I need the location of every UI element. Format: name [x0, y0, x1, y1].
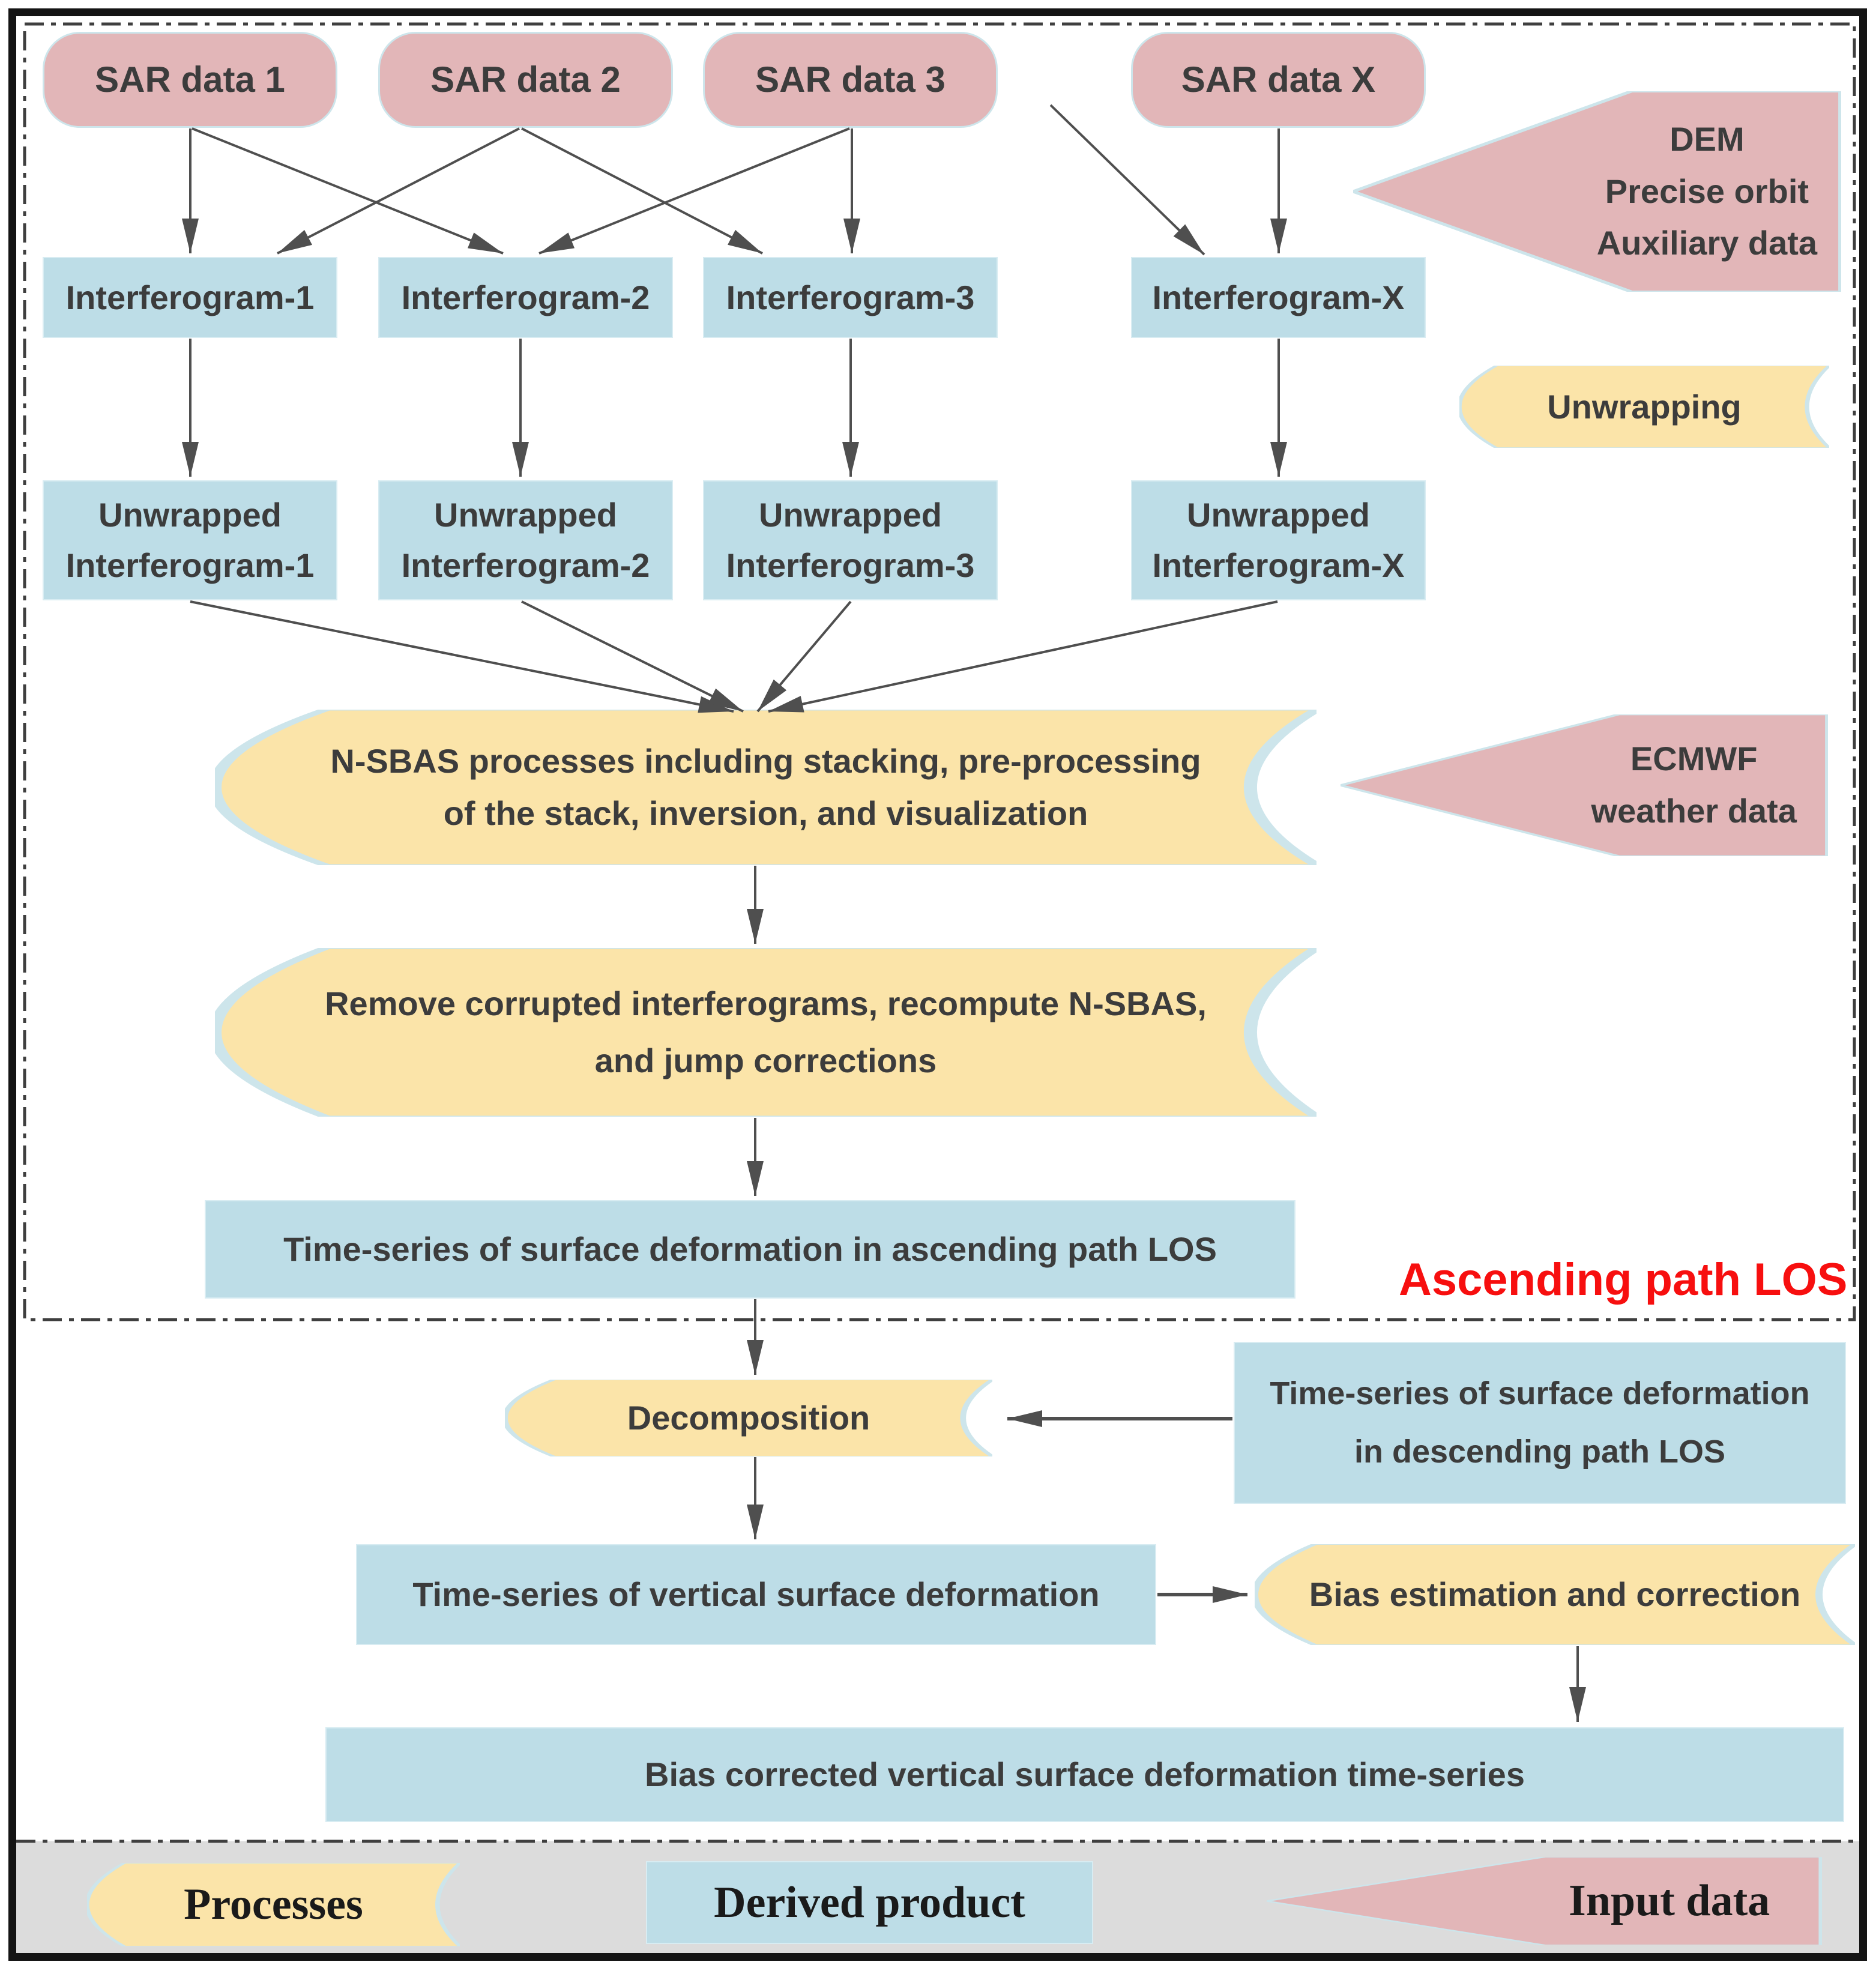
label-line: Unwrapped — [1187, 496, 1370, 534]
label-line: Unwrapped — [434, 496, 617, 534]
label: Time-series of surface deformation in as… — [283, 1230, 1217, 1268]
remove-label: Remove corrupted interferograms, recompu… — [325, 976, 1207, 1088]
label: Processes — [184, 1880, 363, 1929]
legend-input-data: Input data — [1267, 1857, 1822, 1945]
label-line: DEM — [1669, 119, 1745, 158]
label: Interferogram-3 — [726, 278, 975, 316]
label-line: Interferogram-2 — [401, 546, 650, 584]
label: Derived product — [714, 1877, 1025, 1927]
node-descending-time-series: Time-series of surface deformation in de… — [1234, 1342, 1846, 1504]
node-unwrapped-interferogram-x: Unwrapped Interferogram-X — [1131, 480, 1426, 600]
dem-label: DEM Precise orbit Auxiliary data — [1573, 113, 1841, 270]
label: SAR data X — [1181, 59, 1376, 100]
stored-data-shape — [87, 1863, 460, 1946]
label-line: weather data — [1591, 792, 1797, 830]
legend-processes: Processes — [87, 1863, 460, 1946]
node-unwrapped-interferogram-1: Unwrapped Interferogram-1 — [43, 480, 337, 600]
label: Ascending path LOS — [1399, 1254, 1848, 1305]
label: Interferogram-2 — [401, 278, 650, 316]
label-line: of the stack, inversion, and visualizati… — [443, 794, 1088, 832]
label-line: Interferogram-1 — [65, 546, 315, 584]
label-line: Interferogram-X — [1152, 546, 1405, 584]
node-unwrapped-interferogram-3: Unwrapped Interferogram-3 — [703, 480, 998, 600]
node-interferogram-x: Interferogram-X — [1131, 257, 1426, 338]
legend-derived-product: Derived product — [646, 1861, 1093, 1944]
label-line: and jump corrections — [594, 1041, 937, 1079]
pentagon-left-point-shape — [1267, 1857, 1822, 1945]
label-line: Interferogram-3 — [726, 546, 975, 584]
label: Time-series of vertical surface deformat… — [412, 1575, 1100, 1613]
node-unwrapped-interferogram-2: Unwrapped Interferogram-2 — [378, 480, 673, 600]
label: Bias corrected vertical surface deformat… — [645, 1755, 1525, 1793]
label: Input data — [1569, 1876, 1770, 1925]
node-ecmwf-input: ECMWF weather data — [1341, 714, 1828, 856]
label-line: in descending path LOS — [1354, 1434, 1726, 1470]
input-data-label: Input data — [1516, 1868, 1822, 1934]
label: SAR data 2 — [430, 59, 621, 100]
label-line: Unwrapped — [98, 496, 282, 534]
node-ascending-time-series: Time-series of surface deformation in as… — [205, 1200, 1295, 1299]
stored-data-shape — [505, 1380, 992, 1456]
node-decomposition-process: Decomposition — [505, 1380, 992, 1456]
label: Unwrapping — [1547, 387, 1742, 426]
node-sar-data-1: SAR data 1 — [43, 32, 337, 128]
node-remove-corrupted-process: Remove corrupted interferograms, recompu… — [215, 948, 1317, 1117]
label: SAR data 3 — [755, 59, 946, 100]
node-interferogram-3: Interferogram-3 — [703, 257, 998, 338]
label-line: Time-series of surface deformation — [1270, 1375, 1810, 1411]
node-sar-data-2: SAR data 2 — [378, 32, 673, 128]
label: Interferogram-1 — [65, 278, 315, 316]
node-bias-estimation-process: Bias estimation and correction — [1255, 1544, 1855, 1645]
label: Bias estimation and correction — [1309, 1575, 1801, 1613]
node-unwrapping-process: Unwrapping — [1459, 366, 1829, 448]
stored-data-shape — [1255, 1544, 1855, 1645]
label-line: N-SBAS processes including stacking, pre… — [330, 741, 1201, 780]
label-line: Unwrapped — [759, 496, 942, 534]
node-sar-data-3: SAR data 3 — [703, 32, 998, 128]
node-bias-corrected-time-series: Bias corrected vertical surface deformat… — [325, 1727, 1844, 1822]
label-line: Auxiliary data — [1596, 224, 1818, 262]
node-interferogram-2: Interferogram-2 — [378, 257, 673, 338]
ecmwf-label: ECMWF weather data — [1560, 733, 1828, 838]
label-line: ECMWF — [1630, 740, 1758, 778]
node-nsbas-process: N-SBAS processes including stacking, pre… — [215, 710, 1317, 865]
label: SAR data 1 — [95, 59, 285, 100]
node-dem-input: DEM Precise orbit Auxiliary data — [1353, 91, 1841, 292]
node-interferogram-1: Interferogram-1 — [43, 257, 337, 338]
nsbas-label: N-SBAS processes including stacking, pre… — [330, 735, 1201, 840]
node-vertical-time-series: Time-series of vertical surface deformat… — [356, 1544, 1156, 1645]
label-line: Remove corrupted interferograms, recompu… — [325, 985, 1207, 1023]
label: Interferogram-X — [1152, 278, 1405, 316]
ascending-section-label: Ascending path LOS — [1399, 1254, 1847, 1306]
label-line: Precise orbit — [1605, 172, 1809, 210]
label: Decomposition — [627, 1399, 870, 1437]
